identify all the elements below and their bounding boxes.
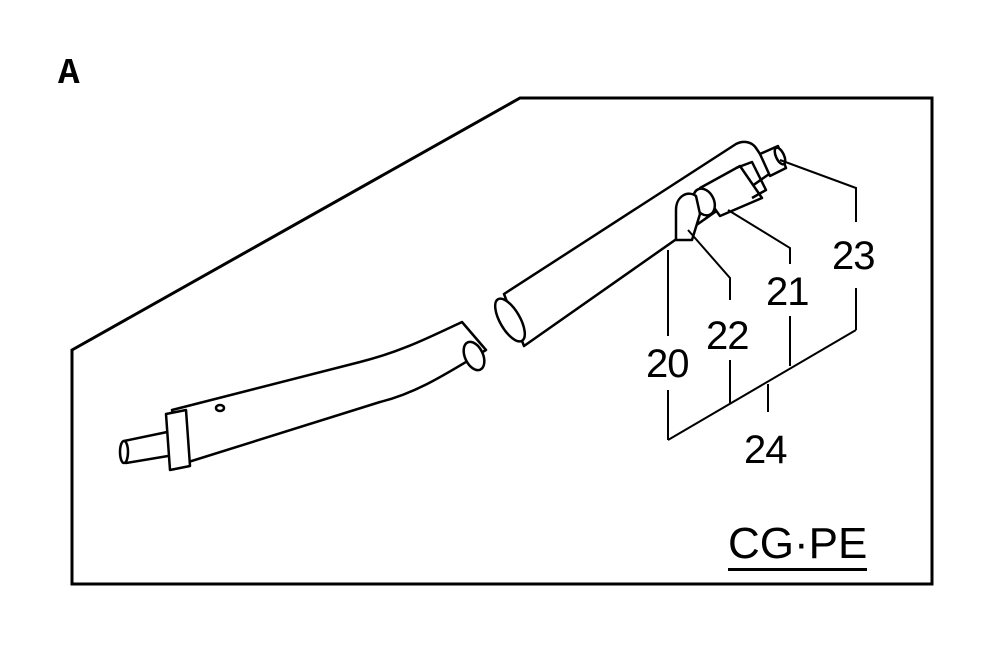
- part-label-22: 22: [706, 314, 749, 358]
- upper-pipe-open-end: [493, 297, 527, 343]
- grip-bracket: [674, 192, 702, 242]
- leader-21: [727, 209, 791, 264]
- part-label-21: 21: [766, 270, 809, 314]
- leader-24-bracket: [667, 329, 857, 441]
- lower-pipe-open-end: [462, 340, 486, 372]
- part-label-23: 23: [832, 234, 875, 278]
- section-letter: A: [58, 53, 80, 94]
- part-label-20: 20: [646, 342, 689, 386]
- leader-22: [687, 229, 731, 300]
- leader-23: [779, 159, 857, 222]
- variant-code: CG·PE: [728, 522, 868, 571]
- lower-pipe-shaft-end: [118, 439, 130, 465]
- part-label-24: 24: [744, 428, 787, 472]
- clamp-rib: [735, 160, 768, 200]
- lower-pipe-collar: [164, 408, 192, 472]
- lower-pipe: [118, 320, 488, 472]
- leader-lines: [667, 159, 857, 441]
- diagram-frame: [70, 96, 934, 586]
- lower-pipe-body: [170, 320, 488, 466]
- lower-pipe-hole: [214, 403, 226, 413]
